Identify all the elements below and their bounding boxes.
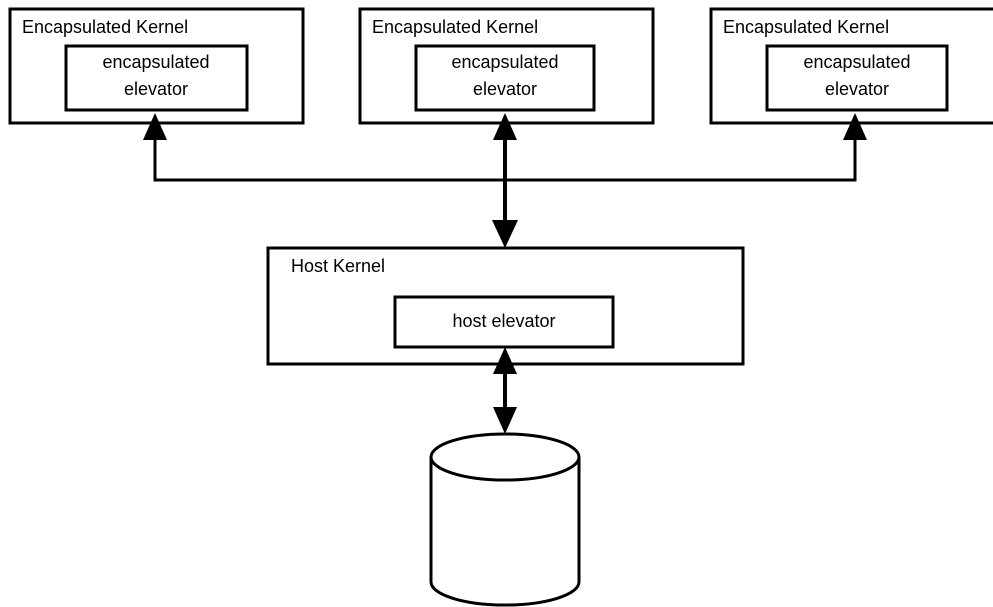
arrowhead-up-center [493, 113, 517, 140]
encapsulated-elevator-box [414, 44, 596, 112]
encapsulated-elevator-label-line2: elevator [473, 79, 537, 99]
encapsulated-elevator-label-line2: elevator [825, 79, 889, 99]
host-elevator-box [393, 295, 615, 349]
arrowhead-up-left [143, 113, 167, 140]
encapsulated-elevator-label-line1: encapsulated [102, 52, 209, 72]
disk-cylinder [429, 432, 581, 607]
encapsulated-kernel-title: Encapsulated Kernel [723, 17, 889, 37]
host-kernel: Host Kernel host elevator [266, 246, 745, 366]
disk-connector [493, 347, 517, 434]
encapsulated-elevator-label-line1: encapsulated [451, 52, 558, 72]
connector-bus [153, 138, 857, 222]
encapsulated-kernel-2: Encapsulated Kernel encapsulated elevato… [358, 7, 655, 125]
host-elevator-label: host elevator [452, 311, 555, 331]
arrowhead-down-host [492, 220, 518, 248]
encapsulated-kernel-title: Encapsulated Kernel [22, 17, 188, 37]
encapsulated-kernel-title: Encapsulated Kernel [372, 17, 538, 37]
arrowhead-down-disk [493, 407, 517, 434]
host-kernel-title: Host Kernel [291, 256, 385, 276]
arrowhead-up-host-elevator [493, 347, 517, 374]
arrowhead-up-right [843, 113, 867, 140]
disk-top [429, 432, 581, 482]
encapsulated-kernel-1: Encapsulated Kernel encapsulated elevato… [8, 7, 305, 125]
encapsulated-elevator-box [64, 44, 249, 112]
encapsulated-kernel-3: Encapsulated Kernel encapsulated elevato… [709, 7, 993, 125]
encapsulated-elevator-label-line2: elevator [124, 79, 188, 99]
disk-body [429, 457, 581, 607]
encapsulated-elevator-label-line1: encapsulated [803, 52, 910, 72]
encapsulated-elevator-box [765, 44, 949, 112]
